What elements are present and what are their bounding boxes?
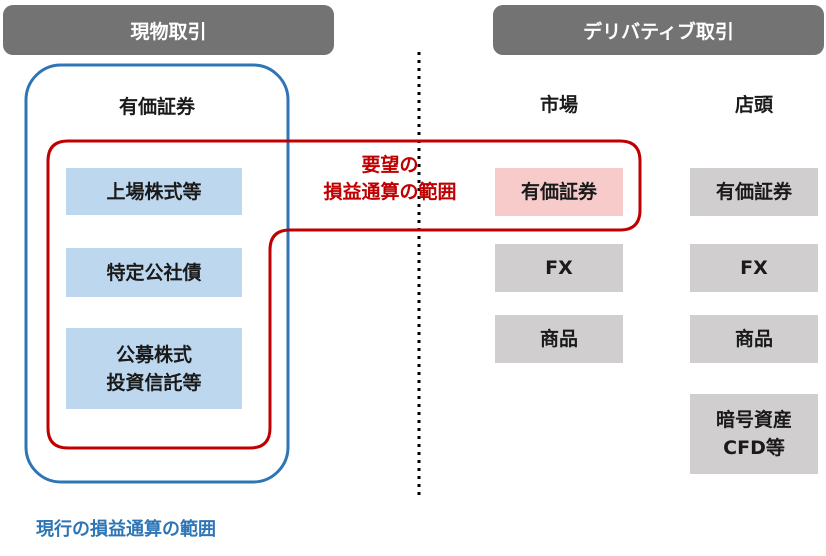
derivative-trading-header: デリバティブ取引 — [493, 5, 824, 55]
requested-scope-label: 要望の 損益通算の範囲 — [323, 154, 457, 203]
market-commodities-box: 商品 — [495, 315, 623, 363]
otc-commodities-box: 商品 — [690, 315, 818, 363]
otc-column-title: 店頭 — [734, 94, 773, 116]
public-investment-trusts-box: 公募株式 投資信託等 — [66, 328, 242, 409]
otc-securities-box: 有価証券 — [690, 168, 818, 216]
current-scope-outline — [24, 63, 290, 484]
listed-stocks-box: 上場株式等 — [66, 168, 242, 215]
spot-trading-header: 現物取引 — [3, 5, 334, 55]
requested-scope-outline — [46, 139, 642, 450]
specified-bonds-box: 特定公社債 — [66, 248, 242, 297]
market-column-title: 市場 — [539, 94, 578, 116]
market-securities-box: 有価証券 — [495, 168, 623, 216]
current-scope-caption: 現行の損益通算の範囲 — [36, 519, 216, 540]
market-fx-box: FX — [495, 244, 623, 292]
otc-crypto-cfd-box: 暗号資産 CFD等 — [690, 394, 818, 474]
securities-group-title: 有価証券 — [118, 96, 195, 118]
otc-fx-box: FX — [690, 244, 818, 292]
